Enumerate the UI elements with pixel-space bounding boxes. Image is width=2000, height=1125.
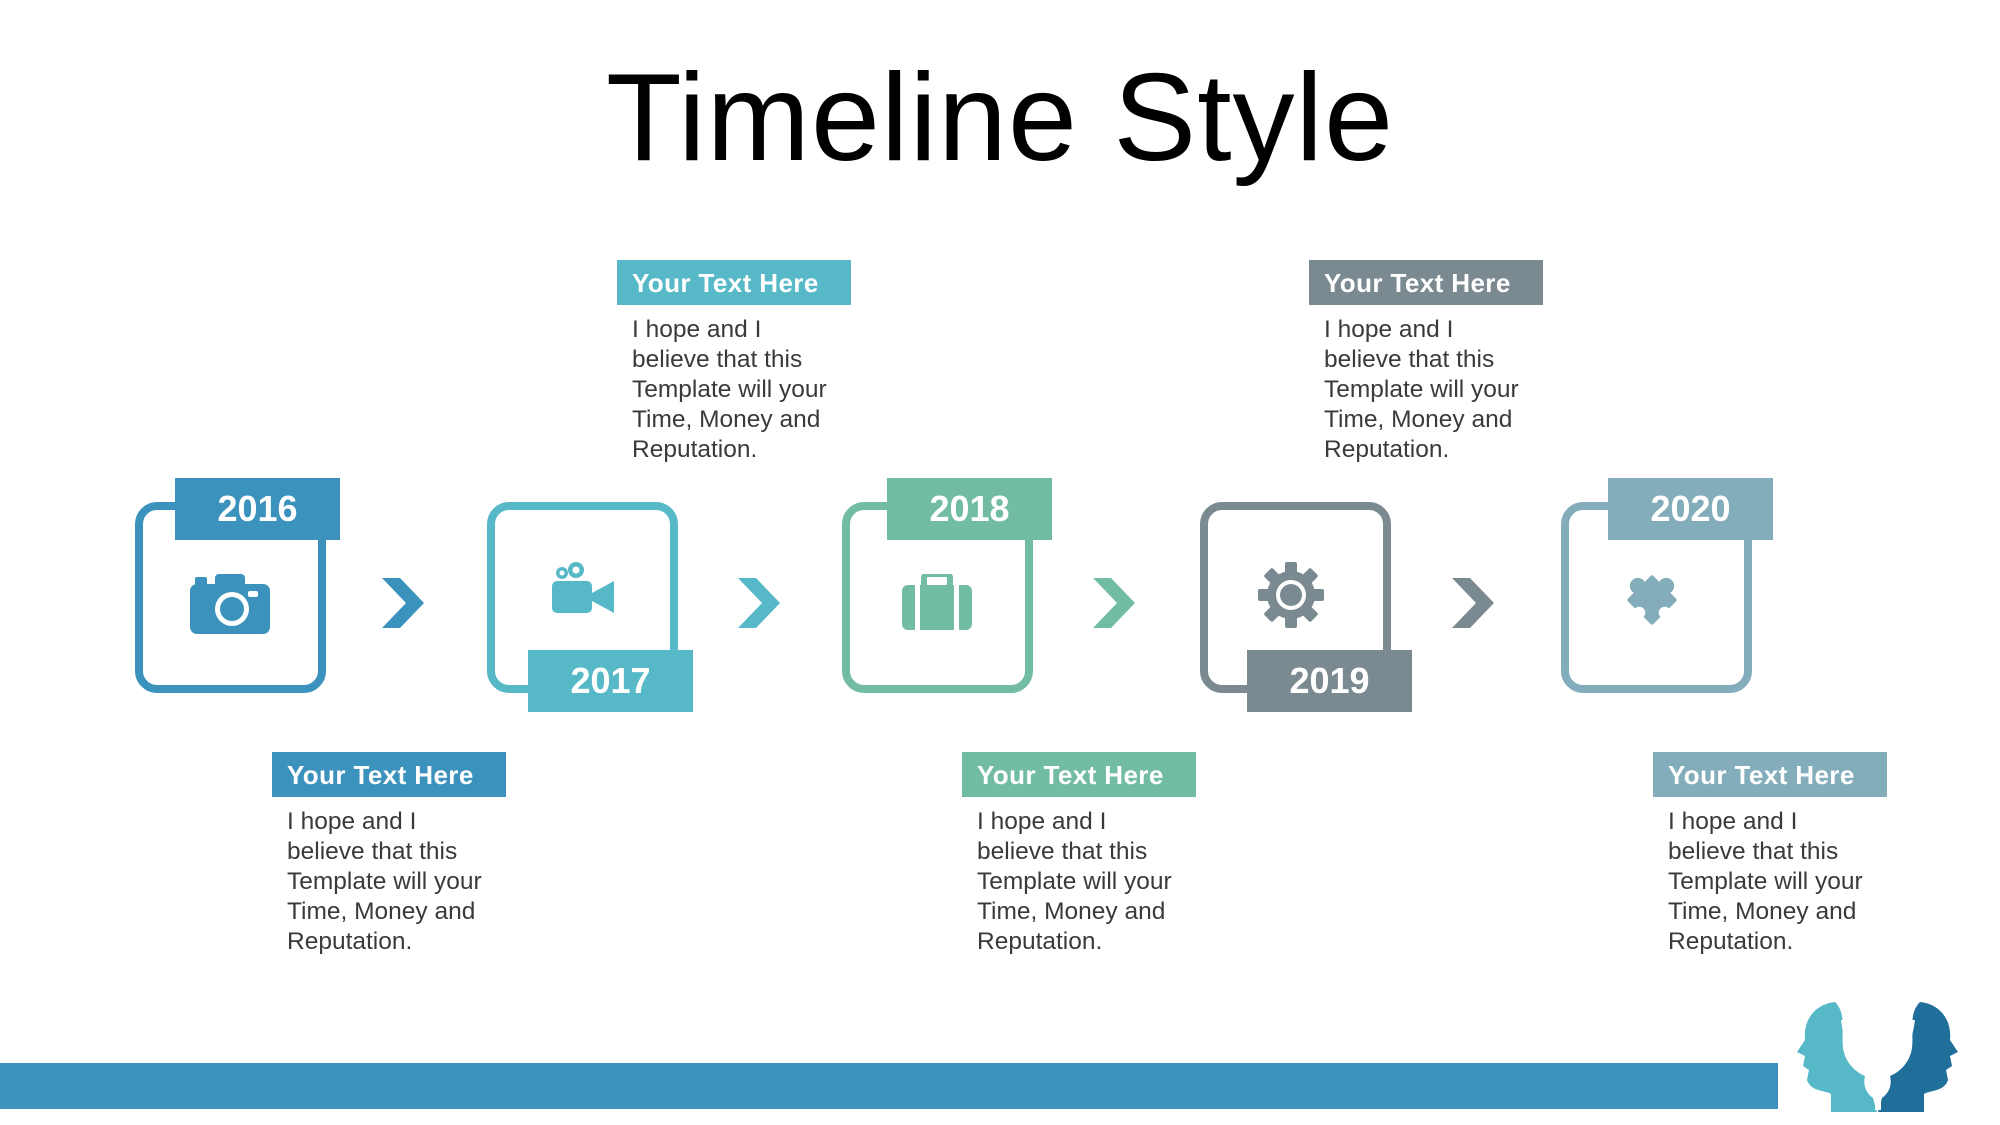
puzzle-icon xyxy=(1627,575,1677,625)
page-title: Timeline Style xyxy=(605,49,1395,187)
gear-icon xyxy=(1258,562,1324,628)
milestone-label-2016: Your Text Here xyxy=(272,752,506,797)
year-badge-2018: 2018 xyxy=(887,478,1052,540)
chevron-right-icon xyxy=(1452,578,1494,628)
logo-icon xyxy=(1797,1002,1958,1112)
briefcase-icon xyxy=(902,574,972,630)
chevron-right-icon xyxy=(1093,578,1135,628)
milestone-label-2019: Your Text Here xyxy=(1309,260,1543,305)
chevron-right-icon xyxy=(738,578,780,628)
milestone-label-2020: Your Text Here xyxy=(1653,752,1887,797)
footer-bar xyxy=(0,1063,1778,1109)
milestone-label-2018: Your Text Here xyxy=(962,752,1196,797)
chevron-right-icon xyxy=(382,578,424,628)
camera-icon xyxy=(190,574,270,634)
video-camera-icon xyxy=(552,562,614,613)
milestone-label-2017: Your Text Here xyxy=(617,260,851,305)
year-badge-2016: 2016 xyxy=(175,478,340,540)
year-badge-2020: 2020 xyxy=(1608,478,1773,540)
year-badge-2017: 2017 xyxy=(528,650,693,712)
year-badge-2019: 2019 xyxy=(1247,650,1412,712)
